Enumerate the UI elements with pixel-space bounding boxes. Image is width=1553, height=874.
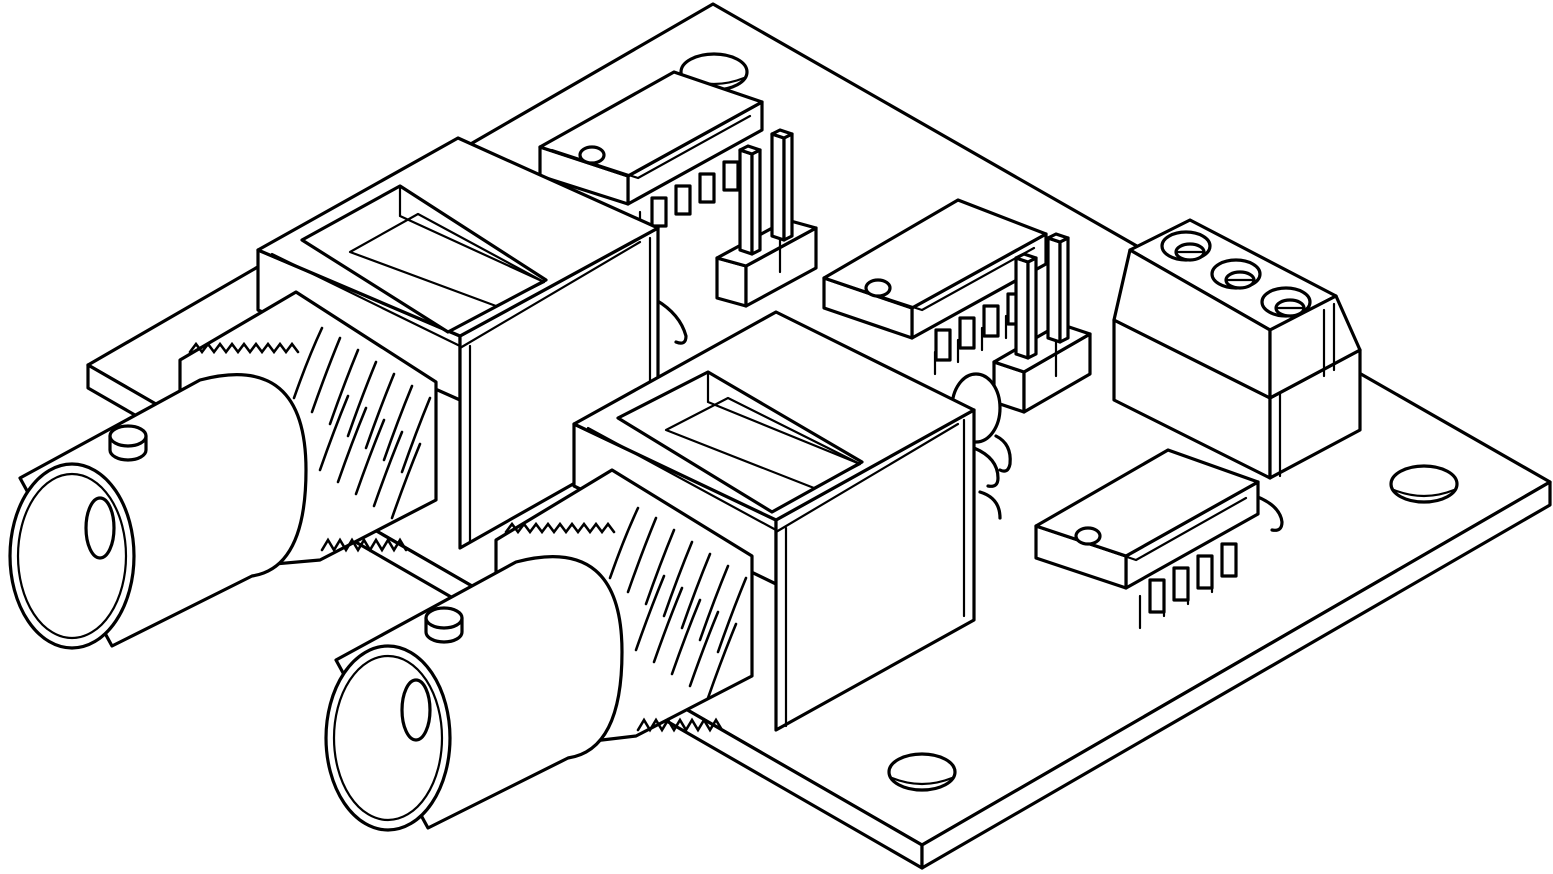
dip8-chip bbox=[538, 70, 764, 234]
bnc-connector bbox=[324, 310, 1000, 832]
terminal-screw bbox=[1210, 258, 1262, 290]
terminal-screw bbox=[1260, 286, 1312, 318]
dip8-chip bbox=[1034, 448, 1284, 630]
bnc-center-pin bbox=[400, 678, 432, 742]
bnc-bayonet-stud bbox=[108, 424, 148, 462]
screw-terminal bbox=[1112, 218, 1362, 480]
pcb-board-right-edge bbox=[920, 480, 1552, 870]
chip-leads bbox=[1138, 542, 1238, 630]
bnc-housing-window bbox=[616, 370, 864, 514]
terminal-screw bbox=[1160, 230, 1212, 262]
bnc-thread-teeth bbox=[188, 326, 432, 553]
header-pin bbox=[1046, 232, 1070, 344]
header-pin bbox=[1014, 252, 1038, 360]
bnc-barrel-mouth bbox=[8, 462, 136, 650]
mounting-hole bbox=[887, 752, 957, 792]
bnc-bayonet-stud bbox=[424, 606, 464, 644]
bnc-center-pin bbox=[84, 496, 116, 560]
pin-header bbox=[715, 128, 818, 308]
dip8-chip bbox=[822, 198, 1048, 376]
mounting-holes bbox=[679, 52, 1459, 792]
pin-header bbox=[992, 232, 1092, 414]
bnc-housing-window bbox=[300, 184, 548, 334]
header-pin bbox=[738, 144, 762, 256]
chip-leads bbox=[650, 160, 740, 228]
header-pin bbox=[770, 128, 794, 242]
bnc-connector bbox=[8, 136, 688, 650]
bnc-thread-teeth bbox=[504, 506, 748, 733]
mounting-hole bbox=[1389, 464, 1459, 504]
bnc-barrel-mouth bbox=[324, 644, 452, 832]
